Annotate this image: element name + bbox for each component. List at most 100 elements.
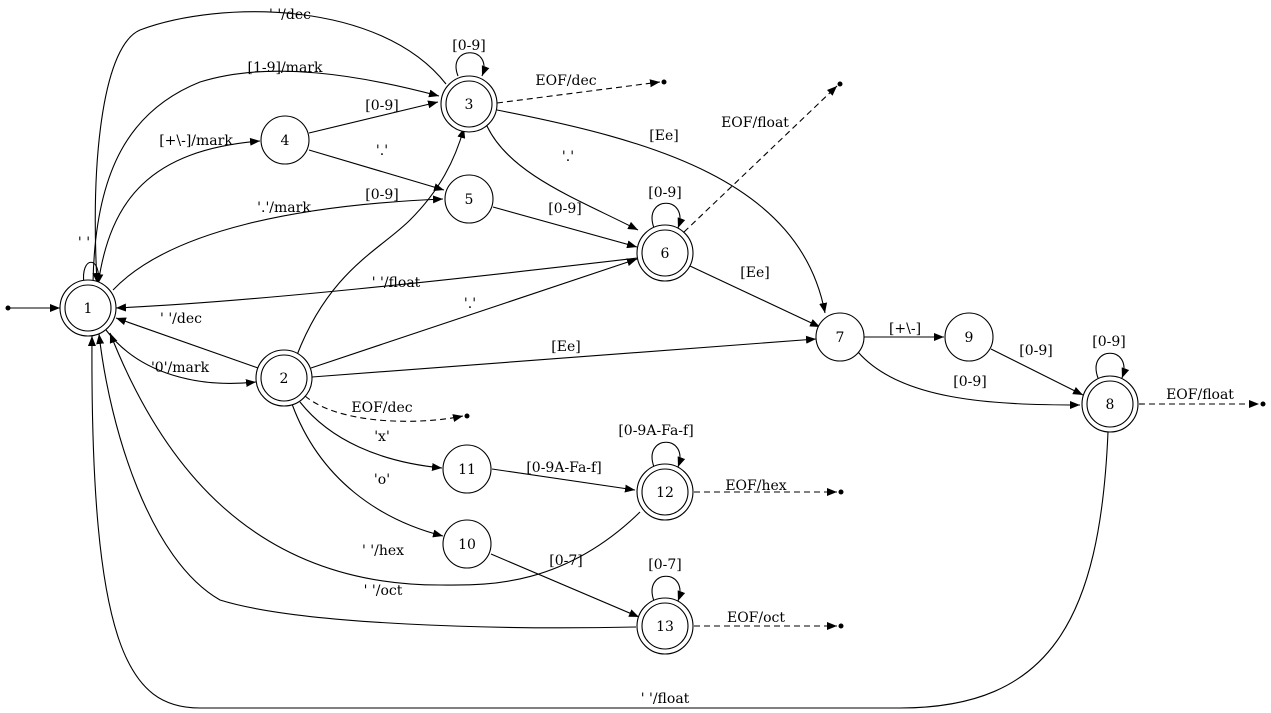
edge-label: EOF/float bbox=[1166, 387, 1234, 403]
edge-2-10 bbox=[291, 403, 444, 538]
edge-5-6 bbox=[492, 206, 638, 249]
edge-label: '.' bbox=[562, 149, 574, 165]
state-label: 9 bbox=[965, 330, 974, 346]
eof-point bbox=[661, 79, 667, 85]
edge-6-1 bbox=[115, 257, 639, 312]
edge-label: [0-7] bbox=[648, 557, 681, 573]
eof-point bbox=[1260, 401, 1266, 407]
state-11: 11 bbox=[442, 444, 492, 494]
edge-8-1 bbox=[87, 335, 1109, 709]
state-2: 2 bbox=[255, 349, 313, 407]
edge-2-11 bbox=[299, 401, 443, 472]
state-label: 4 bbox=[281, 133, 290, 149]
edge-label: [+\-] bbox=[889, 321, 921, 337]
state-5: 5 bbox=[444, 174, 494, 224]
eof-point bbox=[838, 623, 844, 629]
edge-12-12 bbox=[651, 441, 686, 468]
eof-point bbox=[837, 81, 843, 87]
edge-7-8 bbox=[857, 351, 1081, 409]
edge-4-3 bbox=[308, 100, 439, 134]
state-13: 13 bbox=[636, 597, 694, 655]
edge-label: EOF/dec bbox=[535, 73, 596, 89]
edge-label: [Ee] bbox=[551, 339, 580, 355]
edge-8-8 bbox=[1095, 352, 1130, 379]
edge-label: [0-9] bbox=[365, 187, 398, 203]
state-1: 1 bbox=[59, 279, 117, 337]
state-7: 7 bbox=[815, 312, 865, 362]
edge-1-5 bbox=[112, 195, 444, 291]
edge-label: ' '/oct bbox=[364, 583, 403, 599]
edge-label: [0-9] bbox=[648, 185, 681, 201]
edge-6-6 bbox=[651, 202, 686, 229]
state-label: 12 bbox=[656, 485, 674, 501]
edge-label: ' '/float bbox=[641, 691, 690, 707]
state-label: 3 bbox=[465, 97, 474, 113]
state-label: 6 bbox=[661, 246, 670, 262]
eof-point bbox=[838, 489, 844, 495]
state-label: 1 bbox=[84, 301, 93, 317]
edge-label: [0-9] bbox=[548, 201, 581, 217]
edge-1-4 bbox=[97, 137, 261, 286]
edge-2-1 bbox=[115, 317, 259, 369]
edge-label: '.' bbox=[464, 296, 476, 312]
edge-label: [0-7] bbox=[549, 553, 582, 569]
edge-6-7 bbox=[689, 265, 821, 328]
edge-3-7 bbox=[496, 109, 828, 314]
state-label: 11 bbox=[458, 462, 476, 478]
edge-label: '0'/mark bbox=[151, 360, 210, 376]
edge-label: '.'/mark bbox=[257, 200, 311, 216]
edge-12-1 bbox=[109, 332, 641, 586]
edge-2-eof bbox=[304, 395, 464, 422]
state-label: 13 bbox=[656, 619, 674, 635]
edge-label: 'x' bbox=[374, 429, 390, 445]
edge-label: '.' bbox=[376, 143, 388, 159]
state-10: 10 bbox=[442, 519, 492, 569]
state-label: 5 bbox=[465, 192, 474, 208]
edge-label: ' '/dec bbox=[269, 7, 311, 23]
edge-label: [Ee] bbox=[649, 128, 678, 144]
edge-label: [+\-]/mark bbox=[159, 133, 233, 149]
edge-label: EOF/dec bbox=[351, 400, 412, 416]
state-9: 9 bbox=[944, 312, 994, 362]
edge-label: [0-9] bbox=[452, 38, 485, 54]
state-label: 7 bbox=[836, 330, 845, 346]
state-label: 10 bbox=[458, 537, 476, 553]
state-label: 2 bbox=[280, 371, 289, 387]
edge-4-5 bbox=[308, 149, 445, 191]
state-6: 6 bbox=[636, 224, 694, 282]
edge-label: [0-9] bbox=[365, 98, 398, 114]
edge-3-3 bbox=[455, 52, 490, 77]
edge-label: EOF/oct bbox=[727, 610, 785, 626]
edge-label: ' '/dec bbox=[160, 311, 202, 327]
edge-13-13 bbox=[651, 575, 686, 602]
edge-2-6 bbox=[310, 258, 638, 369]
state-3: 3 bbox=[440, 75, 498, 133]
edge-label: [1-9]/mark bbox=[248, 60, 324, 76]
edge-2-7 bbox=[311, 335, 817, 378]
edge-label: [0-9] bbox=[953, 374, 986, 390]
edge-label: EOF/float bbox=[721, 115, 789, 131]
edge-label: ' '/hex bbox=[362, 543, 404, 559]
edge-11-12 bbox=[491, 468, 636, 493]
edge-label: 'o' bbox=[374, 472, 390, 488]
edge-label: ' ' bbox=[78, 235, 90, 251]
edge-label: [Ee] bbox=[740, 265, 769, 281]
eof-point bbox=[464, 413, 470, 419]
state-4: 4 bbox=[260, 115, 310, 165]
edge-9-8 bbox=[990, 348, 1084, 396]
edge-3-eof bbox=[496, 79, 661, 104]
edge-1-3 bbox=[92, 70, 440, 284]
edge-label: [0-9] bbox=[1092, 334, 1125, 350]
edge-2-3 bbox=[296, 127, 466, 356]
edge-label: [0-9] bbox=[1019, 343, 1052, 359]
state-label: 8 bbox=[1106, 397, 1115, 413]
edge-3-6 bbox=[486, 125, 639, 231]
edge-10-13 bbox=[490, 553, 640, 618]
edge-13-1 bbox=[96, 333, 637, 629]
start-point bbox=[5, 305, 11, 311]
state-12: 12 bbox=[636, 463, 694, 521]
edge-3-1 bbox=[92, 11, 447, 284]
edge-1-2 bbox=[105, 329, 257, 388]
edge-label: [0-9A-Fa-f] bbox=[618, 423, 693, 439]
